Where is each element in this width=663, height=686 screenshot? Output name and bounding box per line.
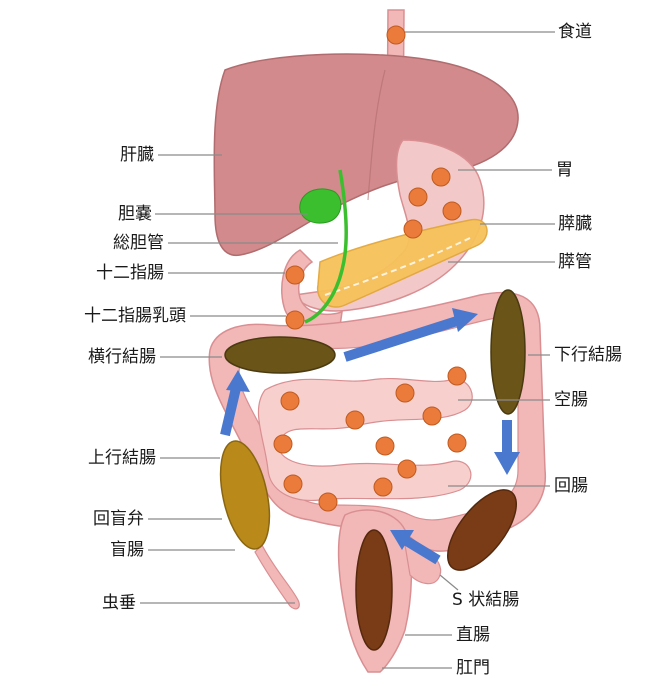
marker-si-3 [396, 384, 414, 402]
label-descending-colon: 下行結腸 [554, 345, 622, 365]
label-ascending-colon: 上行結腸 [40, 448, 156, 468]
label-liver: 肝臓 [86, 145, 154, 165]
label-ileum: 回腸 [554, 476, 588, 496]
marker-esophagus [387, 26, 405, 44]
marker-stomach-3 [443, 202, 461, 220]
marker-stomach-1 [432, 168, 450, 186]
marker-si-12 [319, 493, 337, 511]
stool-transverse [225, 337, 335, 373]
label-duodenal-papilla: 十二指腸乳頭 [6, 306, 186, 326]
stool-descending [491, 290, 525, 414]
label-transverse-colon: 横行結腸 [40, 347, 156, 367]
stool-rectum [356, 530, 392, 650]
label-pancreatic-duct: 膵管 [558, 252, 592, 272]
marker-si-8 [448, 434, 466, 452]
label-gallbladder: 胆嚢 [84, 204, 152, 224]
label-ileocecal-valve: 回盲弁 [60, 509, 144, 529]
label-common-bile-duct: 総胆管 [64, 233, 164, 253]
label-duodenum: 十二指腸 [30, 263, 164, 283]
label-stomach: 胃 [556, 160, 573, 180]
appendix [255, 545, 299, 609]
label-appendix: 虫垂 [60, 593, 136, 613]
marker-si-2 [346, 411, 364, 429]
marker-stomach-4 [404, 220, 422, 238]
label-rectum: 直腸 [456, 625, 490, 645]
label-pancreas: 膵臓 [558, 214, 592, 234]
marker-si-5 [448, 367, 466, 385]
marker-si-6 [274, 435, 292, 453]
gallbladder [300, 189, 341, 223]
marker-si-9 [398, 460, 416, 478]
label-cecum: 盲腸 [60, 540, 144, 560]
label-anus: 肛門 [456, 658, 490, 678]
marker-si-10 [284, 475, 302, 493]
marker-stomach-2 [409, 188, 427, 206]
marker-si-4 [423, 407, 441, 425]
marker-si-11 [374, 478, 392, 496]
marker-papilla [286, 311, 304, 329]
marker-si-1 [281, 392, 299, 410]
label-sigmoid-colon: S 状結腸 [452, 590, 519, 610]
marker-si-7 [376, 437, 394, 455]
marker-duodenum [286, 266, 304, 284]
label-jejunum: 空腸 [554, 390, 588, 410]
label-esophagus: 食道 [558, 22, 592, 42]
